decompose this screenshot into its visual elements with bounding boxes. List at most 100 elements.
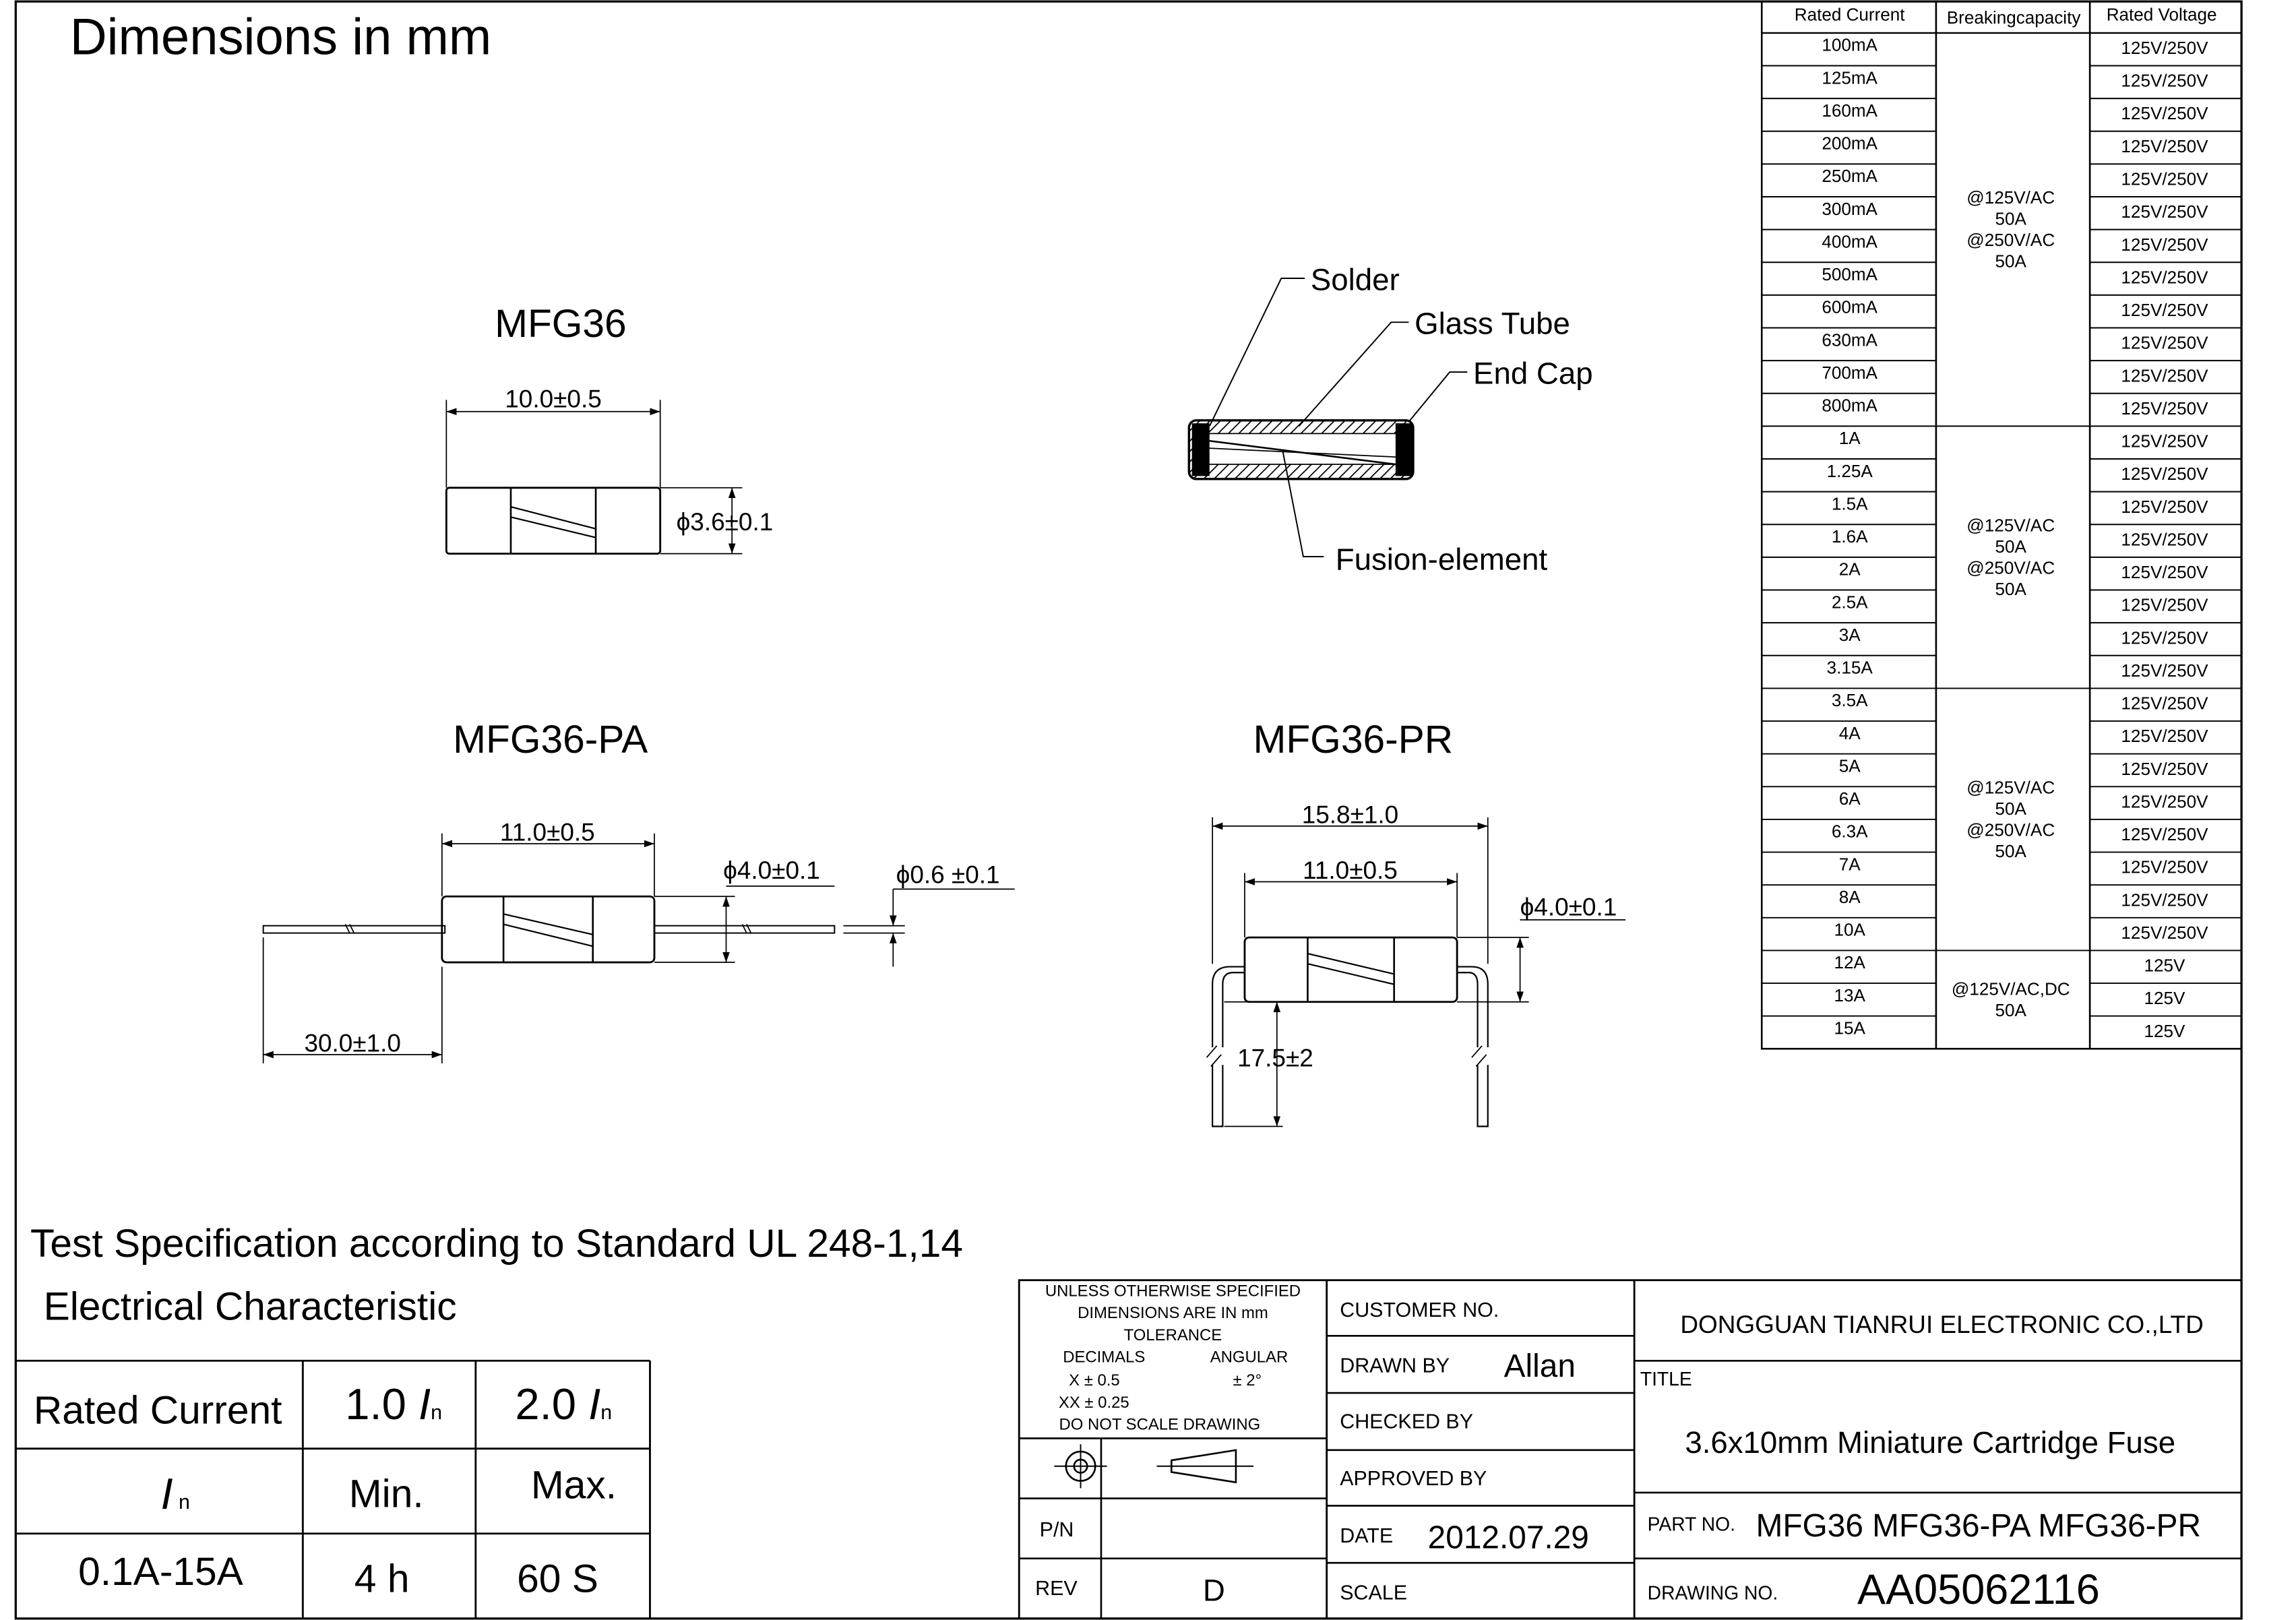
col2-in-subscript: n — [600, 1401, 612, 1424]
rated-voltage-cell: 125V/250V — [2121, 38, 2208, 58]
mfg36-pr-view: MFG36-PR 15.8±1.0 11.0±0.5 ϕ4.0±0.1 — [1206, 718, 1626, 1127]
customer-no-label: CUSTOMER NO. — [1340, 1299, 1499, 1321]
rated-voltage-cell: 125V/250V — [2121, 365, 2208, 385]
rated-voltage-cell: 125V/250V — [2121, 235, 2208, 255]
rated-current-cell: 13A — [1834, 985, 1865, 1005]
fusion-element-label: Fusion-element — [1336, 542, 1548, 577]
svg-text:I n: I n — [160, 1469, 189, 1518]
xx-tolerance: XX ± 0.25 — [1059, 1394, 1129, 1412]
rated-current-cell: 5A — [1839, 755, 1861, 776]
rated-voltage-cell: 125V — [2144, 1021, 2186, 1041]
part-no-label: PART NO. — [1648, 1513, 1735, 1534]
rated-current-cell: 8A — [1839, 887, 1861, 907]
part-no-value: MFG36 MFG36-PA MFG36-PR — [1756, 1508, 2201, 1544]
pa-body-diameter-label: ϕ4.0±0.1 — [723, 856, 820, 884]
rated-voltage-cell: 125V/250V — [2121, 201, 2208, 222]
breaking-capacity-cell: @125V/AC,DC — [1952, 978, 2070, 999]
rated-voltage-cell: 125V — [2144, 988, 2186, 1008]
angular-tolerance: ± 2° — [1233, 1371, 1262, 1390]
fuse-body — [441, 895, 656, 964]
pa-body-length-label: 11.0±0.5 — [500, 819, 595, 846]
pa-lead-length-label: 30.0±1.0 — [304, 1030, 401, 1057]
checked-by-label: CHECKED BY — [1340, 1410, 1473, 1433]
min-label: Min. — [349, 1472, 424, 1516]
max-label: Max. — [531, 1464, 617, 1507]
breaking-capacity-cell: @250V/AC — [1966, 230, 2055, 250]
rated-voltage-cell: 125V/250V — [2121, 595, 2208, 615]
rated-current-cell: 300mA — [1822, 199, 1878, 219]
rated-voltage-cell: 125V/250V — [2121, 529, 2208, 549]
svg-text:1.0 In: 1.0 In — [345, 1379, 442, 1429]
page-title: Dimensions in mm — [70, 8, 492, 65]
rated-current-cell: 600mA — [1822, 297, 1878, 317]
date-value: 2012.07.29 — [1428, 1520, 1589, 1555]
company-name: DONGGUAN TIANRUI ELECTRONIC CO.,LTD — [1680, 1311, 2203, 1338]
mfg36-length-label: 10.0±0.5 — [505, 385, 602, 412]
rated-voltage-cell: 125V/250V — [2121, 824, 2208, 844]
svg-text:2.0 In: 2.0 In — [515, 1379, 612, 1429]
tolerance-line2: DIMENSIONS ARE IN mm — [1078, 1304, 1268, 1322]
rated-current-cell: 3.5A — [1832, 690, 1868, 710]
mfg36-title: MFG36 — [495, 302, 627, 346]
rated-current-cell: 10A — [1834, 920, 1865, 940]
breaking-capacity-cell: 50A — [1995, 799, 2027, 819]
rated-current-cell: 6.3A — [1832, 821, 1868, 842]
breaking-capacity-cell: 50A — [1995, 536, 2027, 557]
projection-cone-icon — [1156, 1449, 1253, 1484]
glass-tube-label: Glass Tube — [1415, 307, 1570, 341]
fuse-body — [1243, 936, 1458, 1003]
rated-voltage-cell: 125V/250V — [2121, 726, 2208, 746]
rated-voltage-cell: 125V/250V — [2121, 71, 2208, 91]
rated-voltage-cell: 125V/250V — [2121, 660, 2208, 681]
rev-label: REV — [1035, 1577, 1078, 1600]
rated-voltage-cell: 125V — [2144, 956, 2186, 976]
breaking-capacity-cell: @125V/AC — [1966, 187, 2055, 208]
tolerance-line3: TOLERANCE — [1124, 1326, 1222, 1344]
rated-current-cell: 3A — [1839, 625, 1861, 645]
breaking-capacity-cell: @250V/AC — [1966, 819, 2055, 840]
breaking-capacity-cell: @125V/AC — [1966, 515, 2055, 535]
rated-voltage-cell: 125V/250V — [2121, 627, 2208, 648]
rated-current-cell: 400mA — [1822, 231, 1878, 251]
pn-label: P/N — [1040, 1518, 1074, 1541]
header-breaking-capacity: Breakingcapacity — [1947, 7, 2081, 28]
pa-lead-diameter-label: ϕ0.6 ±0.1 — [896, 861, 1000, 889]
rated-current-cell: 800mA — [1822, 396, 1878, 416]
pr-lead-length-label: 17.5±2 — [1237, 1044, 1313, 1071]
mfg36-pa-view: MFG36-PA 11.0±0.5 ϕ4.0±0.1 ϕ0.6 ±0.1 — [262, 718, 1015, 1064]
rated-voltage-cell: 125V/250V — [2121, 267, 2208, 287]
rated-current-cell: 100mA — [1822, 35, 1878, 55]
rated-current-cell: 1.6A — [1832, 526, 1868, 547]
rev-value: D — [1203, 1574, 1225, 1608]
sheet-border — [14, 0, 2243, 1620]
rated-current-cell: 12A — [1834, 952, 1865, 972]
col1-in-subscript: n — [431, 1401, 442, 1424]
rated-current-cell: 1.25A — [1827, 461, 1873, 481]
mfg36-view: MFG36 10.0±0.5 ϕ3.6±0.1 — [445, 302, 773, 555]
rated-voltage-cell: 125V/250V — [2121, 431, 2208, 451]
no-scale-note: DO NOT SCALE DRAWING — [1059, 1415, 1261, 1433]
rated-current-cell: 1A — [1839, 428, 1861, 448]
rated-voltage-cell: 125V/250V — [2121, 890, 2208, 910]
rated-current-cell: 6A — [1839, 788, 1861, 809]
approved-by-label: APPROVED BY — [1340, 1467, 1487, 1490]
col1-in-symbol: I — [418, 1379, 431, 1429]
angular-label: ANGULAR — [1210, 1348, 1289, 1366]
rated-current-cell: 15A — [1834, 1018, 1865, 1038]
col1-multiplier: 1.0 — [345, 1379, 406, 1429]
projection-target-icon — [1054, 1444, 1107, 1489]
col2-in-symbol: I — [588, 1379, 600, 1429]
rated-current-cell: 7A — [1839, 854, 1861, 874]
drawn-by-label: DRAWN BY — [1340, 1354, 1450, 1377]
rated-voltage-cell: 125V/250V — [2121, 136, 2208, 156]
breaking-capacity-cell: @125V/AC — [1966, 777, 2055, 797]
electrical-characteristic-title: Electrical Characteristic — [44, 1284, 457, 1328]
rated-current-cell: 2A — [1839, 559, 1861, 580]
header-rated-current: Rated Current — [1795, 4, 1906, 24]
rated-current-cell: 3.15A — [1827, 658, 1873, 678]
rated-current-cell: 2.5A — [1832, 592, 1868, 612]
rated-current-cell: 200mA — [1822, 133, 1878, 154]
rated-voltage-cell: 125V/250V — [2121, 464, 2208, 484]
tolerance-line1: UNLESS OTHERWISE SPECIFIED — [1045, 1282, 1301, 1301]
